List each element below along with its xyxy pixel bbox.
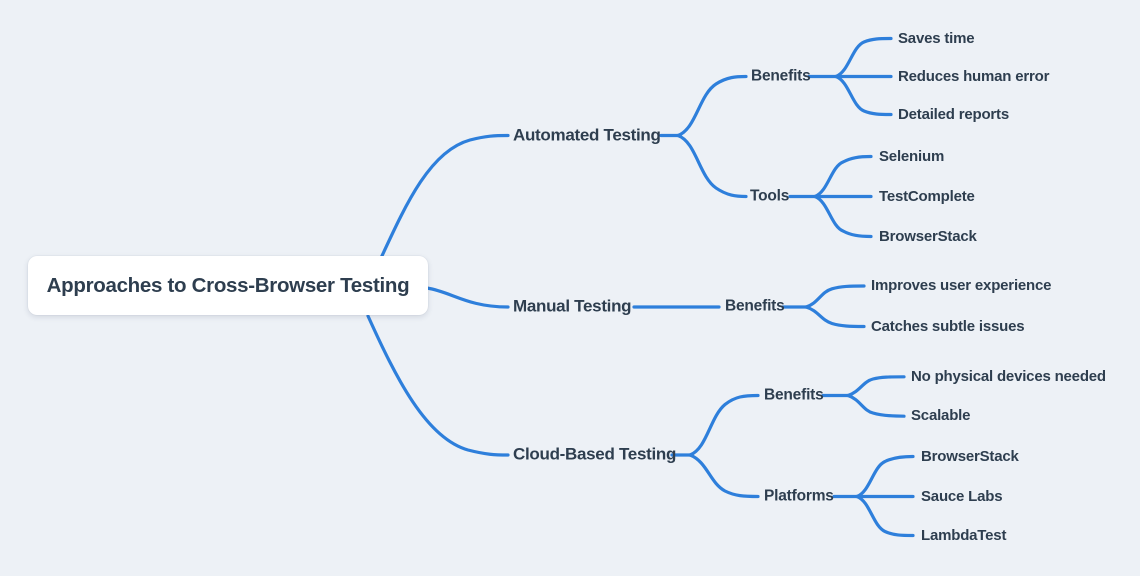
connector-root-to-cloud (366, 314, 510, 457)
leaf-reduces-human-error[interactable]: Reduces human error (898, 67, 1050, 85)
connector-to-lambdatest (855, 494, 915, 538)
connector-root-to-automated (379, 133, 510, 260)
subnode-cloud-platforms[interactable]: Platforms (764, 487, 834, 505)
leaf-improves-user-experience[interactable]: Improves user experience (871, 277, 1052, 295)
connector-to-saves-time (834, 36, 893, 79)
leaf-testcomplete[interactable]: TestComplete (879, 187, 975, 205)
connector-to-detailed-reports (834, 74, 893, 117)
leaf-browserstack-platform[interactable]: BrowserStack (921, 447, 1019, 465)
connector-to-scalable (846, 393, 906, 418)
connector-cloud-to-benefits (688, 393, 760, 457)
subnode-automated-benefits[interactable]: Benefits (751, 67, 811, 85)
connector-automated-to-benefits (676, 74, 748, 138)
connector-to-browserstack-tool (813, 194, 873, 239)
connector-to-selenium (813, 154, 873, 199)
connector-root-to-manual (425, 286, 510, 309)
leaf-detailed-reports[interactable]: Detailed reports (898, 105, 1009, 123)
root-node[interactable]: Approaches to Cross-Browser Testing (28, 256, 428, 315)
connector-to-improves-user-experience (804, 284, 866, 309)
leaf-lambdatest[interactable]: LambdaTest (921, 526, 1007, 544)
branch-automated-testing[interactable]: Automated Testing (513, 125, 661, 145)
leaf-sauce-labs[interactable]: Sauce Labs (921, 487, 1003, 505)
subnode-cloud-benefits[interactable]: Benefits (764, 386, 824, 404)
root-node-label: Approaches to Cross-Browser Testing (46, 273, 410, 297)
branch-cloud-based-testing[interactable]: Cloud-Based Testing (513, 444, 677, 464)
leaf-scalable[interactable]: Scalable (911, 407, 971, 425)
subnode-automated-tools[interactable]: Tools (750, 187, 790, 205)
subnode-manual-benefits[interactable]: Benefits (725, 297, 785, 315)
connector-automated-to-tools (676, 133, 748, 199)
connector-to-browserstack-platform (855, 454, 915, 499)
leaf-catches-subtle-issues[interactable]: Catches subtle issues (871, 317, 1025, 335)
leaf-no-physical-devices-needed[interactable]: No physical devices needed (911, 367, 1106, 385)
leaf-browserstack-tool[interactable]: BrowserStack (879, 227, 977, 245)
connector-cloud-to-platforms (688, 453, 760, 499)
leaf-saves-time[interactable]: Saves time (898, 29, 975, 47)
branch-manual-testing[interactable]: Manual Testing (513, 296, 632, 316)
connector-to-no-physical-devices (846, 375, 906, 398)
leaf-selenium[interactable]: Selenium (879, 147, 945, 165)
connector-to-catches-subtle-issues (804, 305, 866, 329)
